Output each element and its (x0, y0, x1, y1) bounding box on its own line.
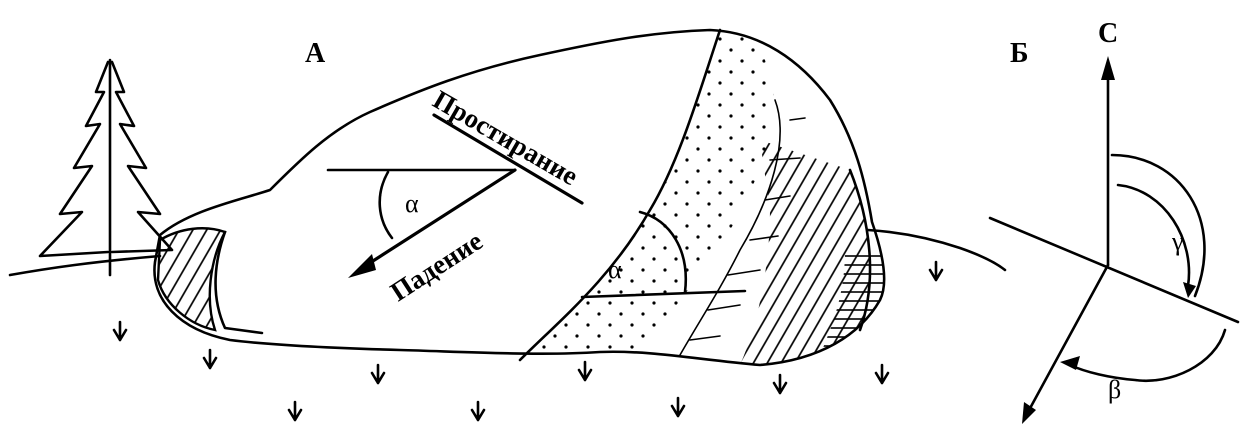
down-arrow-icon (114, 322, 126, 340)
rock-layers (520, 30, 906, 365)
down-arrow-icon (930, 262, 942, 280)
dip-arrow-head (348, 254, 376, 278)
dip-label: Падение (385, 226, 488, 307)
angle-arc-upper (380, 172, 392, 238)
down-arrow-icon (876, 365, 888, 383)
beta-arc (1070, 330, 1225, 381)
azimuth-diagram: γ β (990, 56, 1238, 424)
strike-direction-line (990, 218, 1238, 322)
inner-fold-line (216, 232, 262, 333)
alpha-symbol-upper: α (405, 189, 419, 218)
down-arrow-icon (579, 362, 591, 380)
dip-direction-arrow-head (1022, 402, 1036, 424)
down-arrow-icon (372, 365, 384, 383)
panel-a-label: А (305, 38, 326, 69)
sandstone-layer (520, 30, 775, 360)
down-arrow-icon (472, 402, 484, 420)
dip-direction-line (1028, 265, 1108, 412)
tree-icon (40, 60, 172, 275)
down-arrow-icon (672, 398, 684, 416)
down-arrow-icon (289, 402, 301, 420)
gamma-symbol: γ (1171, 227, 1184, 256)
beta-symbol: β (1108, 375, 1121, 404)
panel-b-label: Б (1010, 38, 1029, 69)
down-arrow-icon (774, 375, 786, 393)
down-arrow-icon (204, 350, 216, 368)
north-label: С (1098, 18, 1118, 49)
alpha-symbol-lower: α (608, 255, 622, 284)
north-arrow-head (1101, 56, 1115, 80)
ground-line-left (10, 256, 160, 275)
